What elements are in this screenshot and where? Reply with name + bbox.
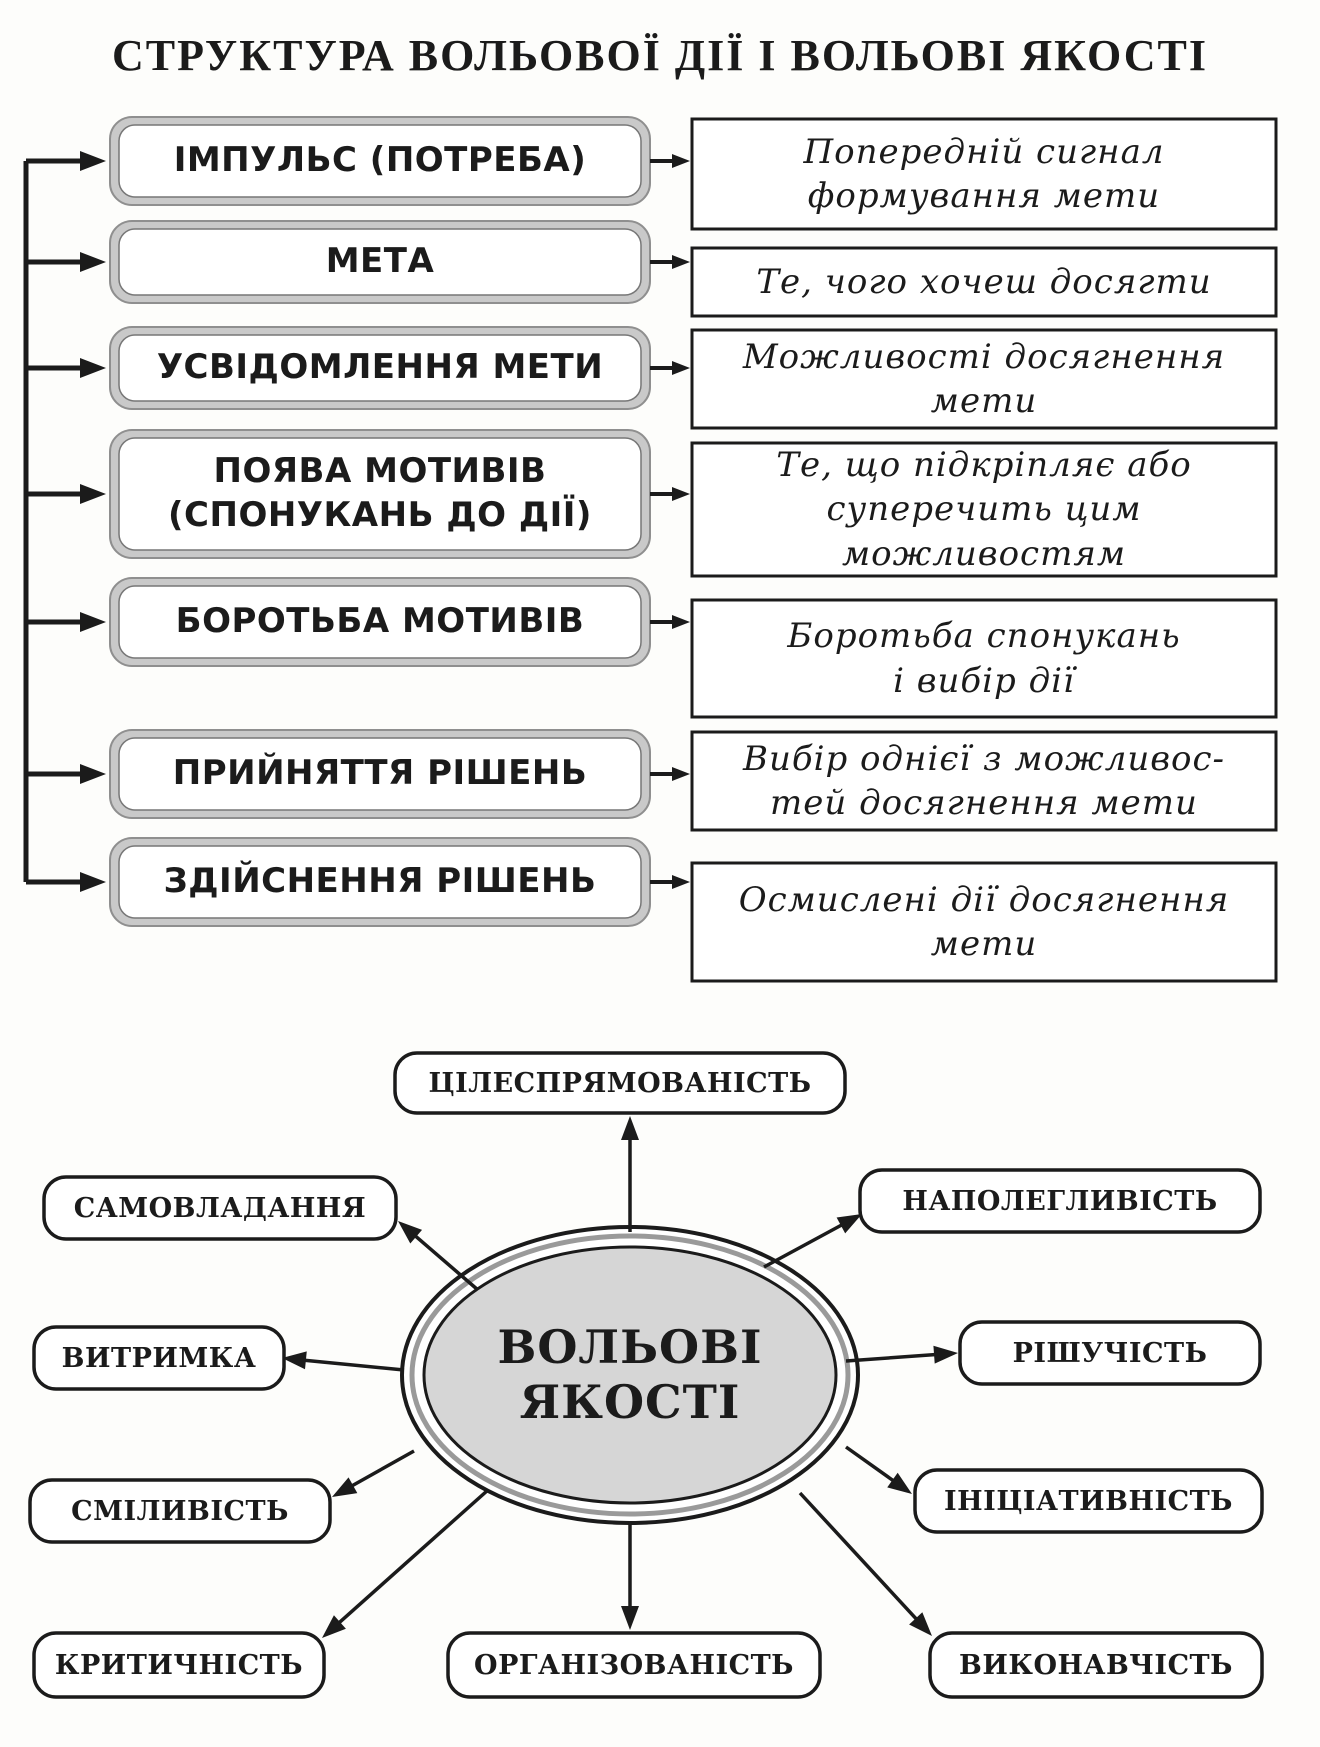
arrow-head <box>332 1477 358 1497</box>
quality-box <box>858 1168 1262 1234</box>
quality-arrow-line <box>845 1352 939 1363</box>
stage-label: МЕТА <box>325 241 435 282</box>
arrow-head <box>672 361 690 375</box>
arrow-head <box>672 487 690 501</box>
arrow-head <box>672 154 690 168</box>
quality-box <box>913 1468 1264 1534</box>
quality-box <box>32 1325 286 1391</box>
description-box <box>690 441 1278 578</box>
stage-label: ПРИЙНЯТТЯ РІШЕНЬ <box>172 753 588 794</box>
arrow-head <box>621 1116 639 1140</box>
quality-label: СМІЛИВІСТЬ <box>71 1495 289 1527</box>
stage-description: Попередній сигнал формування мети <box>803 131 1165 216</box>
stage-label: УСВІДОМЛЕННЯ МЕТИ <box>156 347 604 388</box>
quality-arrow-line <box>412 1232 480 1292</box>
center-label: ВОЛЬОВІ ЯКОСТІ <box>497 1319 763 1429</box>
quality-box <box>958 1320 1262 1386</box>
arrow-head <box>398 1221 423 1244</box>
stage-label: ІМПУЛЬС (ПОТРЕБА) <box>173 140 587 181</box>
arrow-head <box>672 875 690 889</box>
quality-arrow-line <box>301 1358 405 1372</box>
quality-arrow-line <box>798 1491 920 1623</box>
quality-box <box>28 1478 332 1544</box>
quality-label: ІНІЦІАТИВНІСТЬ <box>944 1485 1233 1517</box>
arrow-head <box>621 1606 639 1630</box>
description-box <box>690 117 1278 231</box>
arrow-head <box>80 151 106 171</box>
diagram-title: СТРУКТУРА ВОЛЬОВОЇ ДІЇ І ВОЛЬОВІ ЯКОСТІ <box>112 31 1208 80</box>
arrow-head <box>80 872 106 892</box>
quality-arrow-line <box>763 1221 846 1269</box>
stage-box-inner <box>118 334 642 402</box>
arrow-head <box>80 252 106 272</box>
stage-box-inner <box>118 737 642 811</box>
arrow-head <box>836 1214 862 1234</box>
arrow-head <box>672 615 690 629</box>
arrow-head <box>80 358 106 378</box>
stage-label: ПОЯВА МОТИВІВ (СПОНУКАНЬ ДО ДІЇ) <box>168 451 592 535</box>
quality-label: САМОВЛАДАННЯ <box>73 1192 367 1224</box>
stage-description: Те, чого хочеш досягти <box>756 261 1212 302</box>
quality-arrow-line <box>844 1445 897 1484</box>
description-box <box>690 861 1278 983</box>
description-box <box>690 246 1278 318</box>
quality-label: НАПОЛЕГЛИВІСТЬ <box>902 1185 1218 1217</box>
stage-box-inner <box>118 845 642 919</box>
stage-box-inner <box>118 437 642 551</box>
arrow-head <box>322 1615 346 1638</box>
quality-label: ОРГАНІЗОВАНІСТЬ <box>474 1649 794 1681</box>
quality-label: КРИТИЧНІСТЬ <box>54 1649 304 1681</box>
arrow-head <box>282 1351 307 1370</box>
description-box <box>690 598 1278 719</box>
arrow-head <box>672 255 690 269</box>
arrow-head <box>933 1345 958 1364</box>
arrow-head <box>80 612 106 632</box>
arrow-head <box>672 767 690 781</box>
center-ellipse-inner <box>422 1245 838 1505</box>
quality-box <box>393 1051 847 1115</box>
arrow-head <box>909 1612 932 1636</box>
arrow-head <box>80 484 106 504</box>
stage-label: ЗДІЙСНЕННЯ РІШЕНЬ <box>163 861 597 902</box>
quality-label: ЦІЛЕСПРЯМОВАНІСТЬ <box>428 1067 812 1099</box>
quality-label: ВИТРИМКА <box>61 1342 257 1374</box>
stage-description: Боротьба спонукань і вибір дії <box>787 616 1181 701</box>
quality-box <box>446 1631 822 1699</box>
quality-label: РІШУЧІСТЬ <box>1012 1337 1208 1369</box>
stage-box-inner <box>118 585 642 659</box>
description-box <box>690 328 1278 430</box>
stage-description: Вибір однієї з можливос- тей досягнення … <box>742 738 1226 823</box>
quality-box <box>32 1631 326 1699</box>
stage-label: БОРОТЬБА МОТИВІВ <box>175 601 585 642</box>
stage-box-inner <box>118 228 642 296</box>
stage-description: Можливості досягнення мети <box>742 336 1226 421</box>
stage-box-inner <box>118 124 642 198</box>
stage-description: Те, що підкріпляє або суперечить цим мож… <box>776 445 1192 574</box>
stage-description: Осмислені дії досягнення мети <box>738 879 1230 964</box>
quality-arrow-line <box>348 1449 415 1489</box>
quality-box <box>42 1175 398 1241</box>
quality-arrow-line <box>335 1488 490 1626</box>
arrow-head <box>887 1472 912 1494</box>
quality-box <box>928 1631 1264 1699</box>
arrow-head <box>80 764 106 784</box>
quality-label: ВИКОНАВЧІСТЬ <box>959 1649 1233 1681</box>
description-box <box>690 730 1278 832</box>
